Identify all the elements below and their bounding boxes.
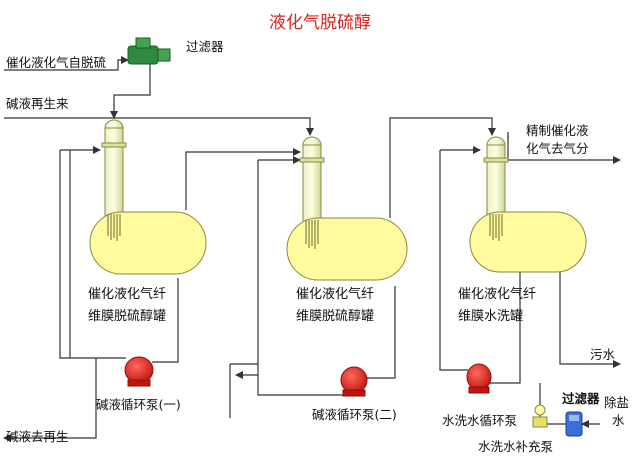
waste-water-pipe	[559, 270, 621, 368]
pump-2-label: 碱液循环泵(二)	[312, 407, 397, 422]
top-filter-label: 过滤器	[186, 39, 224, 54]
vessel-3-label: 催化液化气纤 维膜水洗罐	[458, 284, 536, 328]
vessel-2-label: 催化液化气纤 维膜脱硫醇罐	[296, 284, 374, 328]
feed-label: 催化液化气自脱硫	[6, 55, 107, 70]
vessel-2	[286, 136, 408, 281]
product-label-2: 化气去气分	[526, 141, 589, 156]
bottom-filter-label: 过滤器	[562, 391, 600, 406]
lye-to-regen-label: 碱液去再生	[6, 429, 69, 444]
vessel-3-label-line2: 维膜水洗罐	[458, 309, 524, 324]
filter-outlet-pipe	[110, 57, 151, 119]
makeup-pump-label: 水洗水补充泵	[478, 439, 554, 454]
vessel-1-label: 催化液化气纤 维膜脱硫醇罐	[88, 284, 166, 328]
water-filter-icon	[565, 411, 583, 437]
pump-2-icon	[340, 366, 368, 397]
vessel-3-label-line1: 催化液化气纤	[458, 287, 537, 302]
pump-3-icon	[466, 363, 492, 394]
waste-water-label: 污水	[590, 347, 616, 362]
vessel-1-label-line2: 维膜脱硫醇罐	[88, 309, 167, 324]
v2-to-c3-pipe	[389, 117, 496, 218]
vessel-2-label-line1: 催化液化气纤	[296, 287, 375, 302]
lye-from-regen-label: 碱液再生来	[6, 96, 69, 111]
lye-from-regen-pipe	[4, 117, 314, 136]
pipelines	[3, 56, 621, 442]
product-label-1: 精制催化液	[526, 123, 589, 138]
pump2-loop	[257, 160, 344, 396]
vessel-1	[89, 119, 207, 275]
vessel-1-label-line1: 催化液化气纤	[88, 287, 167, 302]
pump-3-label: 水洗水循环泵	[442, 413, 518, 428]
diagram-title: 液化气脱硫醇	[269, 13, 371, 33]
lye-to-regen-pipe	[3, 358, 97, 442]
vessel-2-label-line2: 维膜脱硫醇罐	[296, 309, 375, 324]
v1-to-c2-pipe	[185, 148, 301, 210]
pump-1-label: 碱液循环泵(一)	[96, 397, 181, 412]
desalted-water-label-2: 水	[612, 413, 625, 428]
makeup-pump-icon	[532, 404, 548, 428]
feed-pipe	[4, 56, 129, 71]
top-filter	[127, 37, 171, 65]
vessel-3	[469, 136, 587, 273]
pump-1-icon	[124, 356, 154, 387]
desalted-water-label-1: 除盐	[604, 395, 630, 410]
